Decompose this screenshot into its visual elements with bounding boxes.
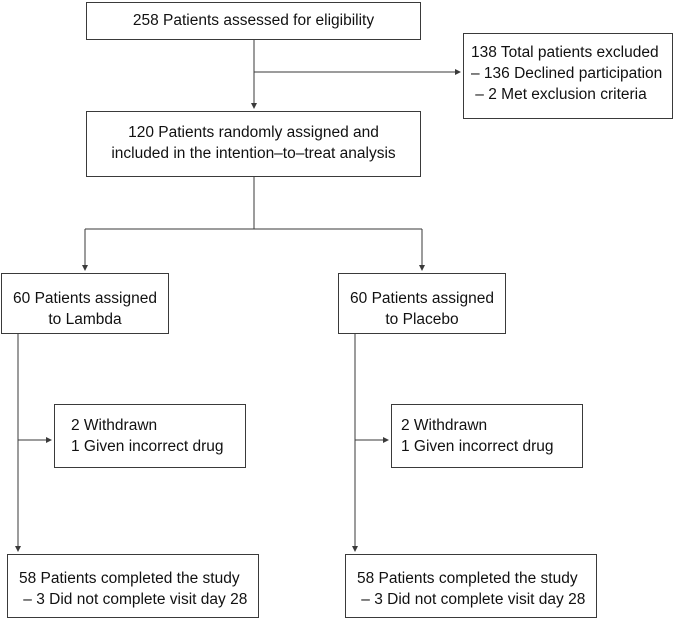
- excluded-declined-text: – 136 Declined participation: [471, 65, 663, 82]
- lambda-withdrawn-box: 2 Withdrawn 1 Given incorrect drug: [54, 404, 246, 468]
- placebo-withdrawn-box: 2 Withdrawn 1 Given incorrect drug: [391, 404, 583, 468]
- placebo-assigned-box: 60 Patients assigned to Placebo: [338, 273, 506, 334]
- excluded-box: 138 Total patients excluded – 136 Declin…: [463, 33, 673, 119]
- lambda-completed-line2: – 3 Did not complete visit day 28: [19, 591, 248, 608]
- placebo-completed-line1: 58 Patients completed the study: [357, 570, 578, 587]
- lambda-withdrawn-line2: 1 Given incorrect drug: [71, 438, 224, 455]
- placebo-assigned-line2: to Placebo: [385, 311, 459, 328]
- randomized-text-line1: 120 Patients randomly assigned and: [128, 124, 379, 141]
- excluded-total-text: 138 Total patients excluded: [471, 44, 659, 61]
- placebo-withdrawn-line2: 1 Given incorrect drug: [401, 438, 554, 455]
- lambda-completed-line1: 58 Patients completed the study: [19, 570, 240, 587]
- lambda-assigned-box: 60 Patients assigned to Lambda: [1, 273, 169, 334]
- placebo-completed-box: 58 Patients completed the study – 3 Did …: [345, 554, 597, 618]
- placebo-assigned-line1: 60 Patients assigned: [350, 290, 494, 307]
- lambda-withdrawn-line1: 2 Withdrawn: [71, 417, 158, 434]
- excluded-criteria-text: – 2 Met exclusion criteria: [471, 86, 647, 103]
- placebo-withdrawn-line1: 2 Withdrawn: [401, 417, 488, 434]
- lambda-completed-box: 58 Patients completed the study – 3 Did …: [7, 554, 259, 618]
- randomized-text-line2: included in the intention–to–treat analy…: [111, 145, 396, 162]
- lambda-assigned-line1: 60 Patients assigned: [13, 290, 157, 307]
- assessed-text: 258 Patients assessed for eligibility: [132, 12, 375, 29]
- randomized-box: 120 Patients randomly assigned and inclu…: [86, 111, 421, 177]
- lambda-assigned-line2: to Lambda: [48, 311, 122, 328]
- placebo-completed-line2: – 3 Did not complete visit day 28: [357, 591, 586, 608]
- assessed-box: 258 Patients assessed for eligibility: [86, 2, 421, 40]
